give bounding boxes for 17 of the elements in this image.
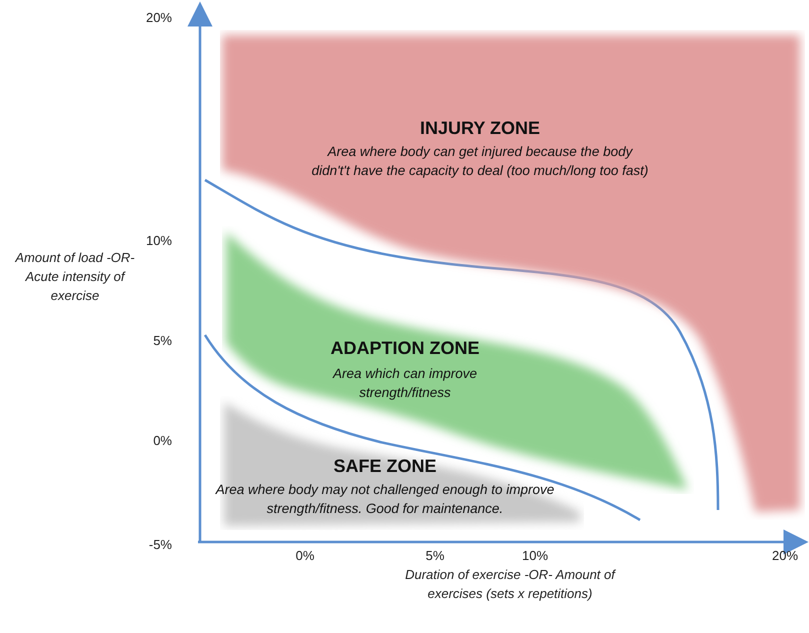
zone-heading: INJURY ZONE bbox=[418, 118, 542, 139]
tick-label: 10% bbox=[144, 233, 172, 248]
tick-label: 5% bbox=[424, 548, 446, 563]
tick-label: 0% bbox=[152, 433, 172, 448]
zone-description: Area where body may not challenged enough to improve strength/fitness. Good for maintenance. bbox=[214, 481, 556, 518]
tick-label: 20% bbox=[144, 10, 172, 25]
zone-description: Area where body can get injured because the body didn't't have the capacity to deal (too much/long too fast) bbox=[310, 143, 650, 180]
axis-title: Amount of load -OR- Acute intensity of exercise bbox=[14, 249, 136, 305]
tick-label: 5% bbox=[152, 333, 172, 348]
tick-label: 10% bbox=[520, 548, 550, 563]
tick-label: 0% bbox=[294, 548, 316, 563]
zone-heading: SAFE ZONE bbox=[332, 456, 438, 477]
axis-title: Duration of exercise -OR- Amount of exercises (sets x repetitions) bbox=[404, 566, 617, 603]
tick-label: 20% bbox=[770, 548, 800, 563]
zone-heading: ADAPTION ZONE bbox=[329, 338, 480, 359]
zone-description: Area which can improve strength/fitness bbox=[332, 365, 478, 402]
tick-label: -5% bbox=[148, 537, 172, 552]
